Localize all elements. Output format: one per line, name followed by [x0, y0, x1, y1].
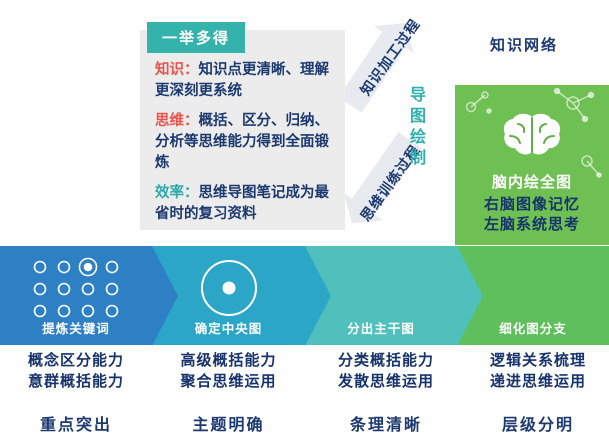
step-label: 确定中央图 [194, 322, 263, 336]
step-caption: 主题明确 [192, 417, 265, 434]
molecule-icon [465, 87, 602, 178]
step-label: 提炼关键词 [42, 322, 110, 336]
benefit-label: 效率： [155, 185, 199, 201]
keyword-grid-icon [0, 256, 152, 327]
skill-line: 递进思维运用 [489, 373, 586, 390]
step-band-keywords: 提炼关键词 [0, 246, 178, 346]
left-brain-text: 左脑系统思考 [483, 216, 580, 233]
benefit-item-knowledge: 知识：知识点更清晰、理解更深刻更系统 [155, 60, 337, 102]
skill-line: 逻辑关系梳理 [489, 352, 586, 369]
skill-line: 高级概括能力 [180, 352, 277, 369]
skill-line: 意群概括能力 [27, 373, 124, 390]
step-caption: 层级分明 [501, 417, 574, 434]
down-arrow [343, 132, 422, 223]
benefit-body: 概括、区分、归纳、分析等思维能力得到全面锻炼 [155, 113, 329, 171]
step-caption: 重点突出 [39, 417, 112, 434]
brain-panel-title: 脑内绘全图 [491, 174, 572, 191]
knowledge-network-label: 知识网络 [490, 37, 559, 54]
map-drawing-label: 导图绘制 [407, 86, 424, 170]
step-label: 分出主干图 [347, 322, 415, 336]
benefit-item-efficiency: 效率：思维导图笔记成为最省时的复习资料 [155, 183, 337, 225]
brain-panel: 脑内绘全图 右脑图像记忆 左脑系统思考 [455, 85, 609, 245]
benefit-item-thinking: 思维：概括、区分、归纳、分析等思维能力得到全面锻炼 [155, 111, 337, 174]
step-label: 细化图分支 [499, 322, 567, 336]
step-skills: 高级概括能力 聚合思维运用 [152, 350, 305, 392]
skill-line: 概念区分能力 [27, 352, 124, 369]
up-arrow [338, 23, 414, 113]
steps-row: 提炼关键词 确定中央图 分出主干图 细化图分支 [0, 246, 609, 346]
benefits-box [140, 30, 345, 230]
benefit-body: 思维导图笔记成为最省时的复习资料 [155, 185, 329, 222]
right-brain-text: 右脑图像记忆 [483, 196, 580, 213]
step-caption: 条理清晰 [349, 417, 422, 434]
benefit-label: 知识： [155, 62, 199, 78]
step-skills: 概念区分能力 意群概括能力 [0, 350, 152, 392]
cycle-arrows [338, 23, 422, 223]
skill-line: 分类概括能力 [337, 352, 434, 369]
benefits-text: 知识：知识点更清晰、理解更深刻更系统 思维：概括、区分、归纳、分析等思维能力得到… [155, 60, 337, 234]
benefit-body: 知识点更清晰、理解更深刻更系统 [155, 62, 329, 99]
central-image-icon [152, 256, 305, 325]
brain-icon [503, 113, 561, 155]
step-skills: 逻辑关系梳理 递进思维运用 [457, 350, 609, 392]
skill-line: 聚合思维运用 [180, 373, 277, 390]
step-skills: 分类概括能力 发散思维运用 [305, 350, 457, 392]
skill-line: 发散思维运用 [337, 373, 434, 390]
benefits-tag: 一举多得 [147, 22, 246, 53]
benefit-label: 思维： [155, 113, 199, 129]
